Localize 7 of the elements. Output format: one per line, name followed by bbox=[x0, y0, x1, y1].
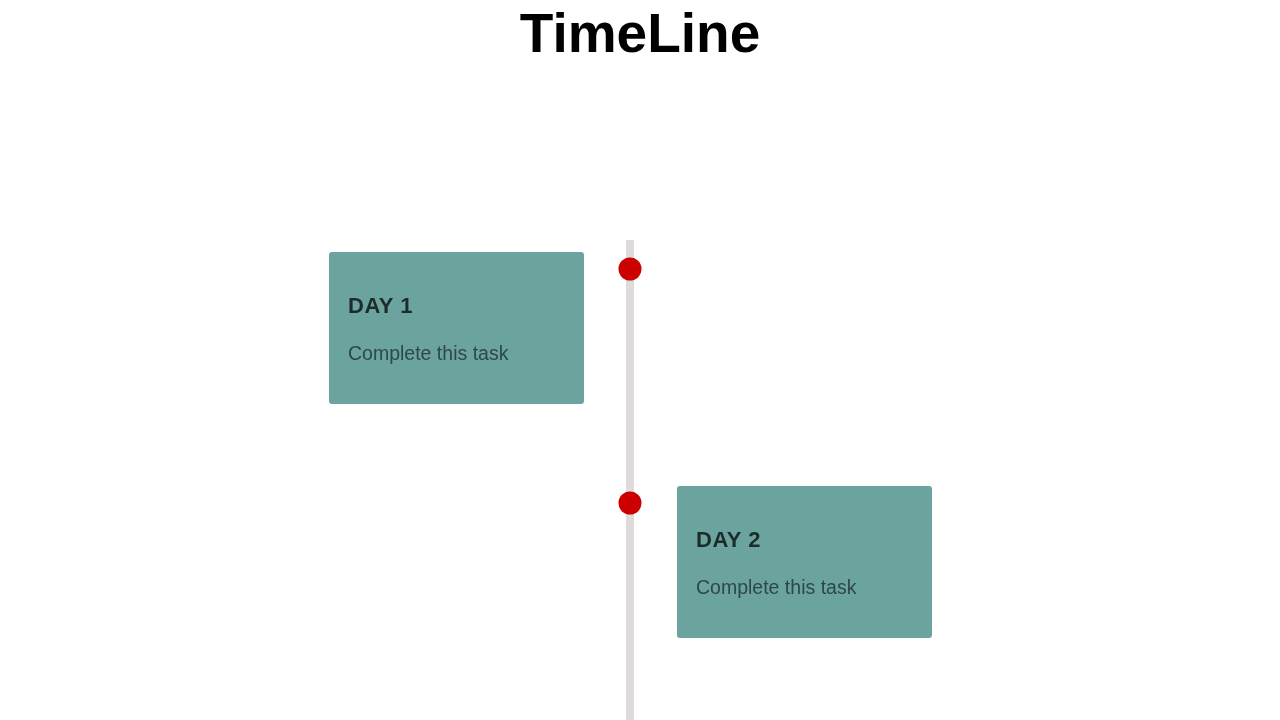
card-heading: DAY 1 bbox=[348, 293, 413, 318]
timeline-card bbox=[677, 486, 932, 638]
card-text: Complete this task bbox=[348, 342, 509, 365]
timeline-card bbox=[329, 252, 584, 404]
card-heading: DAY 2 bbox=[696, 527, 761, 552]
card-text: Complete this task bbox=[696, 576, 857, 599]
title: TimeLine bbox=[519, 3, 761, 63]
